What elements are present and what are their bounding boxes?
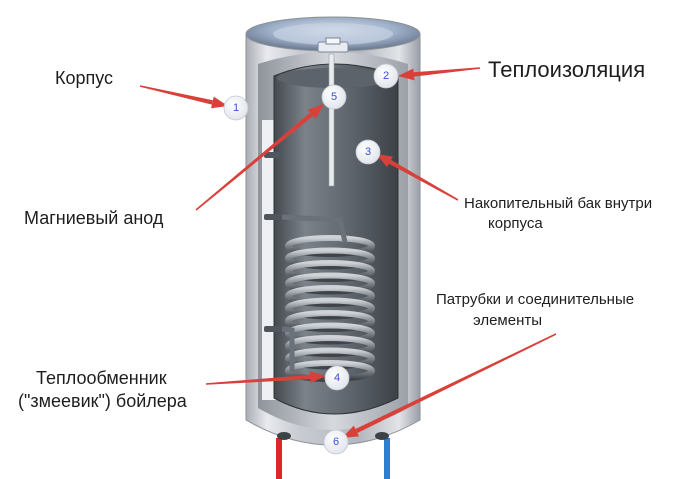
marker-6: 6: [323, 429, 349, 455]
arrow-patrubki: [342, 333, 557, 438]
marker-2: 2: [373, 63, 399, 89]
coil-turn: [285, 272, 375, 295]
label-heat-exchanger-line2: ("змеевик") бойлера: [18, 391, 187, 411]
marker-number: 3: [365, 146, 371, 158]
label-tank-line2: корпуса: [488, 215, 543, 232]
arrow-korpus: [139, 85, 228, 109]
coil-turn: [285, 322, 375, 345]
coil-outlet-tube: [281, 326, 295, 372]
arrow-teploizolyaciya: [398, 67, 481, 81]
marker-5: 5: [321, 84, 347, 110]
marker-number: 2: [383, 70, 389, 82]
coil-turn: [285, 235, 375, 257]
label-korpus: Корпус: [55, 68, 114, 88]
marker-4: 4: [324, 365, 350, 391]
arrow-anod: [195, 104, 324, 211]
marker-number: 6: [333, 436, 339, 448]
hot-water-pipe: [276, 438, 282, 479]
coil-turn: [285, 335, 375, 357]
marker-1: 1: [223, 95, 249, 121]
label-teploizolyaciya: Теплоизоляция: [488, 57, 646, 82]
bottom-nozzles: [277, 432, 389, 440]
coil-inlet-tube: [281, 214, 348, 243]
coil-turn: [285, 285, 375, 307]
label-nozzles-line2: элементы: [473, 312, 543, 329]
coil-turn: [285, 260, 375, 282]
magnesium-anode-rod: [328, 53, 335, 187]
arrow-bak: [376, 154, 459, 201]
arrow-teploobmennik: [205, 371, 326, 385]
coil-brackets: [264, 152, 282, 332]
marker-3: 3: [355, 139, 381, 165]
number-markers: 1 2 3 4 5 6: [223, 63, 399, 455]
marker-number: 4: [334, 372, 340, 384]
coil-turn: [285, 297, 375, 320]
label-nozzles-line1: Патрубки и соединительные: [436, 291, 635, 308]
label-tank-line1: Накопительный бак внутри: [464, 195, 653, 212]
label-magnesium-anode: Магниевый анод: [24, 208, 164, 228]
label-heat-exchanger-line1: Теплообменник: [36, 368, 167, 388]
coil-turn: [285, 310, 375, 332]
coil-turn: [285, 347, 375, 370]
marker-number: 1: [233, 102, 239, 114]
marker-number: 5: [331, 91, 337, 103]
heat-exchanger-coil: [281, 214, 375, 382]
cold-water-pipe: [384, 438, 390, 479]
coil-turn: [285, 247, 375, 270]
top-fitting: [317, 37, 349, 53]
pointer-arrows: [139, 67, 557, 438]
